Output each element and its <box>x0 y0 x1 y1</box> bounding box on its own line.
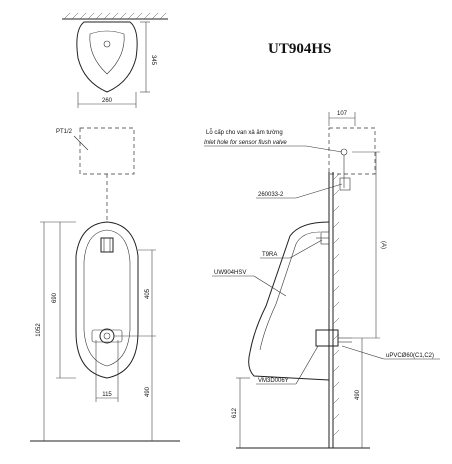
urinal-top-bowl <box>89 30 125 75</box>
dim-bowl-height: 690 <box>52 292 58 303</box>
dim-side-490: 490 <box>355 389 361 400</box>
dim-a: (A) <box>380 241 386 249</box>
dim-inner: 405 <box>145 288 151 299</box>
urinal-front-outline <box>75 221 139 379</box>
pt-label: PT1/2 <box>56 129 73 135</box>
part-uw904hsv: UW904HSV <box>214 270 246 276</box>
side-view: 107 (A) 490 612 Lỗ cấp cho van xả âm tườ… <box>204 111 440 449</box>
top-drain-icon <box>103 40 111 48</box>
part-vm3d006y: VM3D006Y <box>258 378 289 384</box>
dim-side-top: 107 <box>337 111 348 117</box>
dim-outlet-width: 115 <box>102 392 112 398</box>
outlet-icon <box>99 328 115 344</box>
model-title: UT904HS <box>268 41 331 57</box>
front-view: PT1/2 1052 690 405 490 115 <box>30 127 180 442</box>
side-valve-box <box>328 127 376 175</box>
dim-side-612: 612 <box>232 407 238 418</box>
urinal-side-outline <box>248 221 330 381</box>
wall-hatch-top <box>63 12 167 20</box>
urinal-front-inner <box>83 229 131 367</box>
part-t9ra: T9RA <box>262 252 277 258</box>
urinal-side-inner <box>259 231 321 351</box>
wall-hatch-side <box>332 173 340 437</box>
dim-total-height: 1052 <box>36 323 42 337</box>
urinal-top-outline <box>76 21 138 93</box>
part-upvc: uPVCØ60(C1,C2) <box>386 353 434 359</box>
spreader-icon <box>100 237 114 253</box>
note-english: Inlet hole for sensor flush valve <box>204 140 287 146</box>
dim-top-width: 260 <box>102 98 113 104</box>
dim-top-depth: 345 <box>150 55 156 66</box>
dim-bottom: 490 <box>145 386 151 397</box>
part-260033-2: 260033-2 <box>258 192 284 198</box>
top-view: 345 260 <box>62 12 168 108</box>
note-vietnamese: Lỗ cấp cho van xả âm tường <box>206 129 283 136</box>
valve-box-outline <box>79 127 135 175</box>
